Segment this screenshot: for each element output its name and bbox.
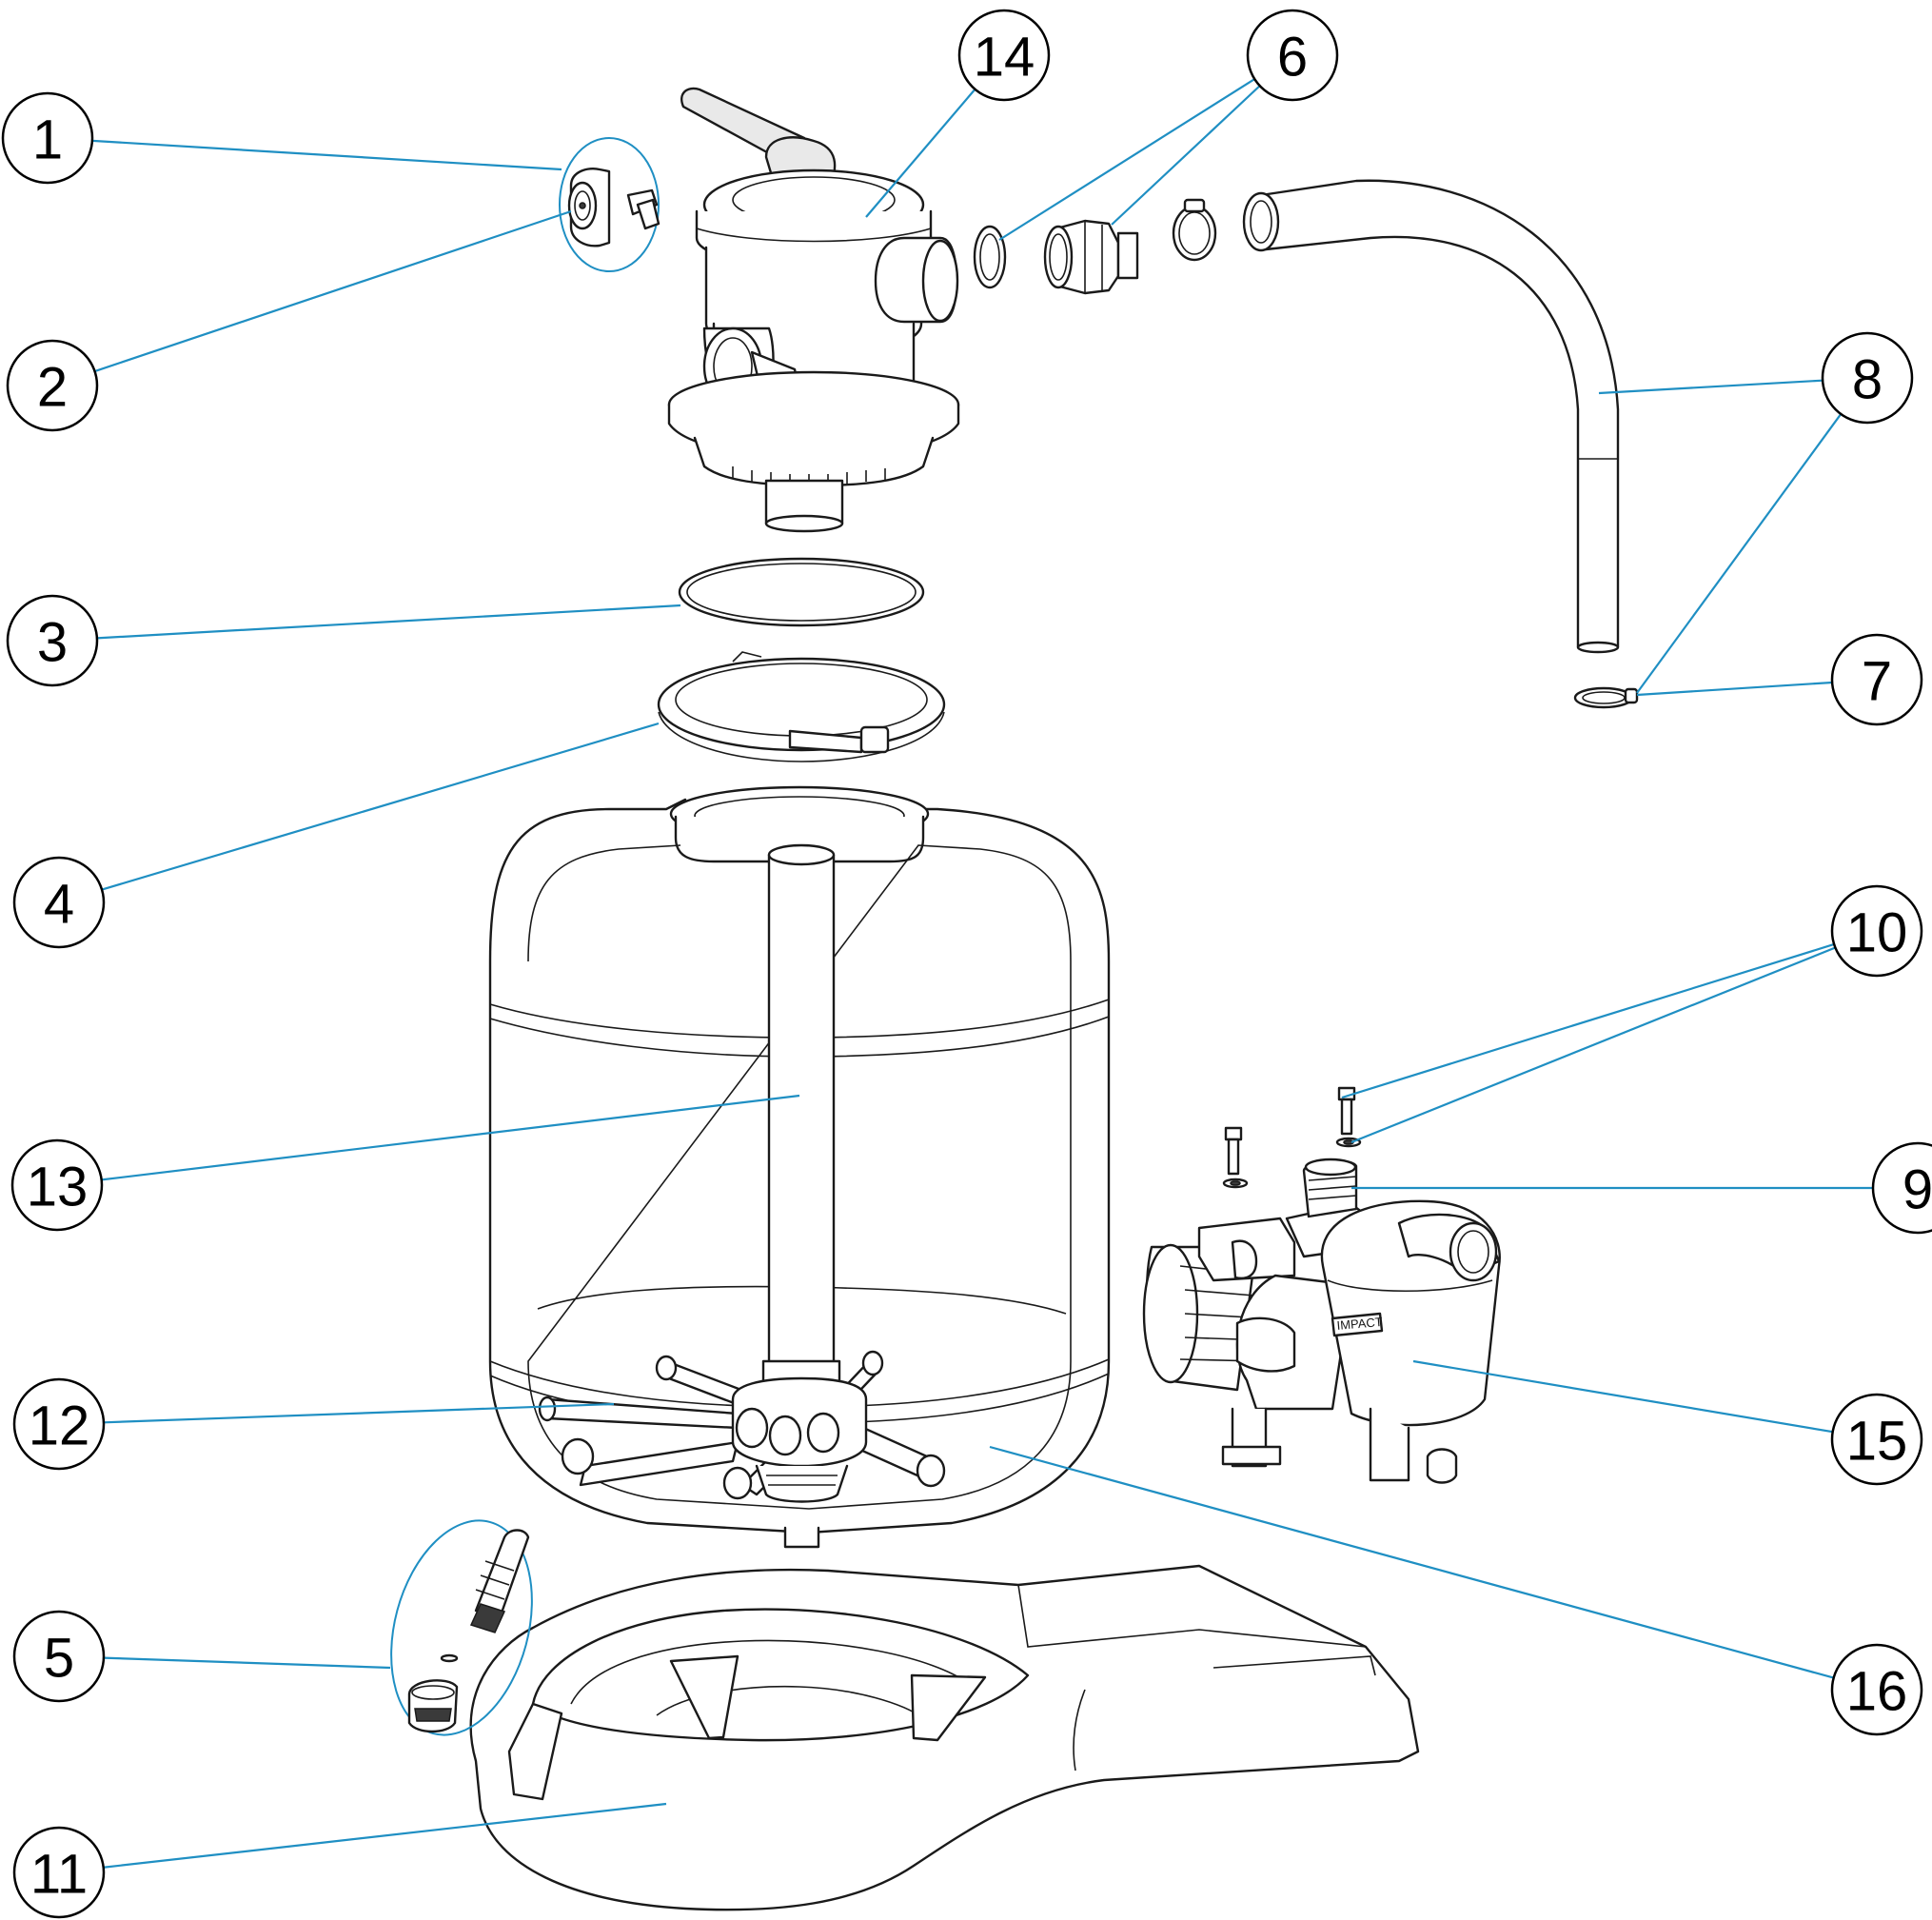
pressure-gauge <box>559 137 660 272</box>
callout-circle-4 <box>12 856 106 949</box>
pump: IMPACT <box>1142 1158 1501 1484</box>
callout-circle-14 <box>957 9 1051 102</box>
callout-number-12: 12 <box>29 1395 90 1457</box>
callout-circle-13 <box>10 1138 104 1232</box>
central-tube <box>761 843 841 1401</box>
callout-circle-9 <box>1871 1141 1932 1235</box>
bolts-and-washers <box>1222 1086 1362 1189</box>
hose-clip-upper <box>1172 198 1217 262</box>
hose-clamp <box>1573 686 1639 709</box>
callout-leader-4 <box>101 722 660 891</box>
pump-brand-label: IMPACT <box>1336 1315 1383 1333</box>
callout-number-11: 11 <box>30 1844 88 1906</box>
callout-number-4: 4 <box>44 874 74 936</box>
callout-circle-6 <box>1246 9 1339 102</box>
callout-circle-10 <box>1830 884 1923 978</box>
callout-circle-8 <box>1821 331 1914 425</box>
callout-circle-12 <box>12 1377 106 1471</box>
callout-number-10: 10 <box>1846 902 1908 964</box>
callout-circle-11 <box>12 1826 106 1919</box>
lateral-collector <box>538 1350 946 1503</box>
callout-leader-5 <box>103 1656 391 1670</box>
callout-leader-1 <box>91 139 562 171</box>
union-fitting <box>973 219 1139 295</box>
callout-number-6: 6 <box>1277 27 1308 89</box>
callout-leader-6 <box>998 78 1255 241</box>
callout-leader-2 <box>94 209 572 373</box>
callout-number-2: 2 <box>37 357 68 419</box>
callout-leader-8 <box>1598 379 1824 395</box>
callout-leader-11 <box>103 1802 667 1869</box>
callout-leader-3 <box>96 604 681 640</box>
callout-number-1: 1 <box>32 109 63 171</box>
callout-number-14: 14 <box>974 27 1035 89</box>
callout-circle-2 <box>6 339 99 432</box>
callout-leader-16 <box>989 1445 1834 1679</box>
callout-leader-15 <box>1412 1359 1833 1434</box>
callout-circle-1 <box>1 91 94 185</box>
o-ring <box>678 557 925 627</box>
callout-number-15: 15 <box>1846 1411 1908 1473</box>
callout-circle-16 <box>1830 1643 1923 1736</box>
callout-number-8: 8 <box>1852 349 1883 411</box>
callout-number-13: 13 <box>27 1157 89 1218</box>
callout-leader-10 <box>1350 946 1836 1144</box>
callout-number-5: 5 <box>44 1628 74 1690</box>
callout-number-9: 9 <box>1902 1159 1932 1221</box>
callout-leader-8 <box>1636 413 1843 694</box>
callout-number-3: 3 <box>37 612 68 674</box>
callout-circle-7 <box>1830 633 1923 726</box>
callout-leader-6 <box>1111 85 1261 226</box>
clamp-ring <box>657 651 946 762</box>
callout-leader-13 <box>101 1094 800 1181</box>
base-stand <box>469 1564 1420 1911</box>
callout-leader-10 <box>1341 942 1835 1099</box>
callout-number-16: 16 <box>1846 1661 1908 1723</box>
callout-circle-5 <box>12 1610 106 1703</box>
multiport-valve <box>667 87 960 533</box>
callout-leader-7 <box>1636 681 1833 697</box>
callout-leader-12 <box>103 1402 615 1424</box>
callout-circle-3 <box>6 594 99 687</box>
callout-number-7: 7 <box>1862 651 1892 713</box>
callout-leader-14 <box>865 89 976 218</box>
drain-plug-set <box>390 1519 533 1736</box>
hose <box>1242 179 1620 654</box>
callout-circle-15 <box>1830 1393 1923 1486</box>
